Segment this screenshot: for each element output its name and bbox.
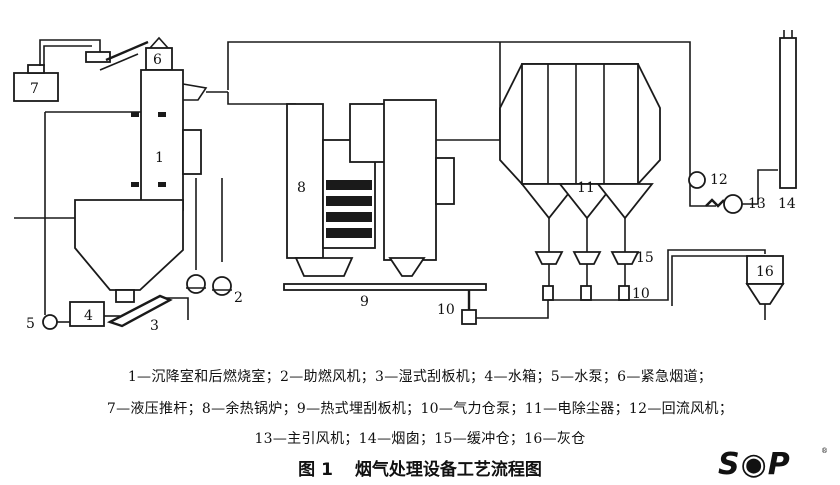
label-5: 5: [26, 316, 35, 332]
label-12: 12: [710, 172, 728, 188]
main-flue-duct: [227, 41, 691, 140]
legend-line-1: 1—沉降室和后燃烧室；2—助燃风机；3—湿式刮板机；4—水箱；5—水泵；6—紧急…: [127, 369, 713, 385]
combustion-fans: 2: [186, 178, 243, 306]
label-2: 2: [234, 290, 243, 306]
label-14: 14: [778, 196, 796, 212]
label-4: 4: [84, 308, 93, 324]
hot-scraper-conveyor: 9: [283, 283, 487, 310]
hydraulic-push-rod-unit: 7: [13, 39, 149, 102]
sop-logo: S◉P ®: [718, 447, 830, 482]
process-flow-diagram: 7 6 1 2 4: [13, 30, 797, 334]
emergency-flue: 6: [145, 36, 173, 71]
label-9: 9: [360, 294, 369, 310]
fans-12-13: 12 13: [688, 140, 778, 214]
figure-caption: 图 1 烟气处理设备工艺流程图: [0, 455, 840, 480]
pump-tank-scraper: 4 3 5: [26, 290, 189, 334]
label-10-b: 10: [632, 286, 650, 302]
label-13: 13: [748, 196, 766, 212]
chimney: 14: [778, 30, 797, 212]
registered-mark: ®: [821, 447, 828, 455]
waste-heat-boiler: 8: [227, 92, 437, 277]
electrostatic-precipitator: 11: [499, 63, 661, 220]
label-11: 11: [577, 180, 595, 196]
label-10-a: 10: [437, 302, 455, 318]
legend-line-3: 13—主引风机；14—烟囱；15—缓冲仓；16—灰仓: [254, 431, 586, 447]
logo-text: S◉P: [718, 447, 791, 482]
label-15: 15: [636, 250, 654, 266]
label-8: 8: [297, 180, 306, 196]
ash-silo: 16: [745, 255, 785, 320]
figure-title: 烟气处理设备工艺流程图: [354, 460, 542, 480]
label-1: 1: [155, 150, 164, 166]
figure-number: 图 1: [298, 460, 333, 480]
pneumatic-conveying: 10 10: [437, 249, 766, 325]
label-7: 7: [30, 81, 39, 97]
legend-line-2: 7—液压推杆；8—余热锅炉；9—热式埋刮板机；10—气力仓泵；11—电除尘器；1…: [106, 401, 734, 417]
label-6: 6: [153, 52, 162, 68]
label-3: 3: [150, 318, 159, 334]
settling-and-combustion-chamber: 1: [14, 69, 208, 303]
label-16: 16: [756, 264, 774, 280]
